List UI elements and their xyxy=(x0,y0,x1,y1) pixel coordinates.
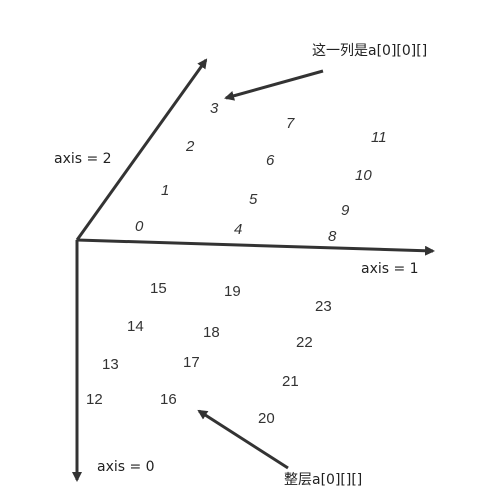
cell-15: 15 xyxy=(150,280,167,297)
cell-1: 1 xyxy=(161,182,170,199)
cell-9: 9 xyxy=(341,202,350,219)
cell-7: 7 xyxy=(286,115,295,132)
axis-0-label: axis = 0 xyxy=(97,459,155,475)
cell-6: 6 xyxy=(266,152,275,169)
cell-13: 13 xyxy=(102,356,119,373)
cell-3: 3 xyxy=(210,100,219,117)
cell-18: 18 xyxy=(203,324,220,341)
axis-1-arrow xyxy=(76,238,435,256)
cell-21: 21 xyxy=(282,373,299,390)
cell-14: 14 xyxy=(127,318,144,335)
cell-11: 11 xyxy=(371,129,387,146)
axis-2-label: axis = 2 xyxy=(54,151,112,167)
cell-0: 0 xyxy=(135,218,144,235)
column-annotation: 这一列是a[0][0][] xyxy=(312,43,428,59)
cell-19: 19 xyxy=(224,283,241,300)
cell-5: 5 xyxy=(249,191,258,208)
cell-23: 23 xyxy=(315,298,332,315)
layer-annotation: 整层a[0][][] xyxy=(284,472,363,488)
axis-2-arrow xyxy=(75,58,208,241)
cell-22: 22 xyxy=(296,334,313,351)
cell-16: 16 xyxy=(160,391,177,408)
cell-8: 8 xyxy=(328,228,337,245)
column-pointer-arrow xyxy=(224,69,324,101)
cell-12: 12 xyxy=(86,391,103,408)
cell-17: 17 xyxy=(183,354,200,371)
layer-pointer-arrow xyxy=(197,409,289,470)
cell-4: 4 xyxy=(234,221,243,238)
axis-1-label: axis = 1 xyxy=(361,261,419,277)
cell-2: 2 xyxy=(186,138,195,155)
cell-20: 20 xyxy=(258,410,275,427)
cell-10: 10 xyxy=(355,167,372,184)
